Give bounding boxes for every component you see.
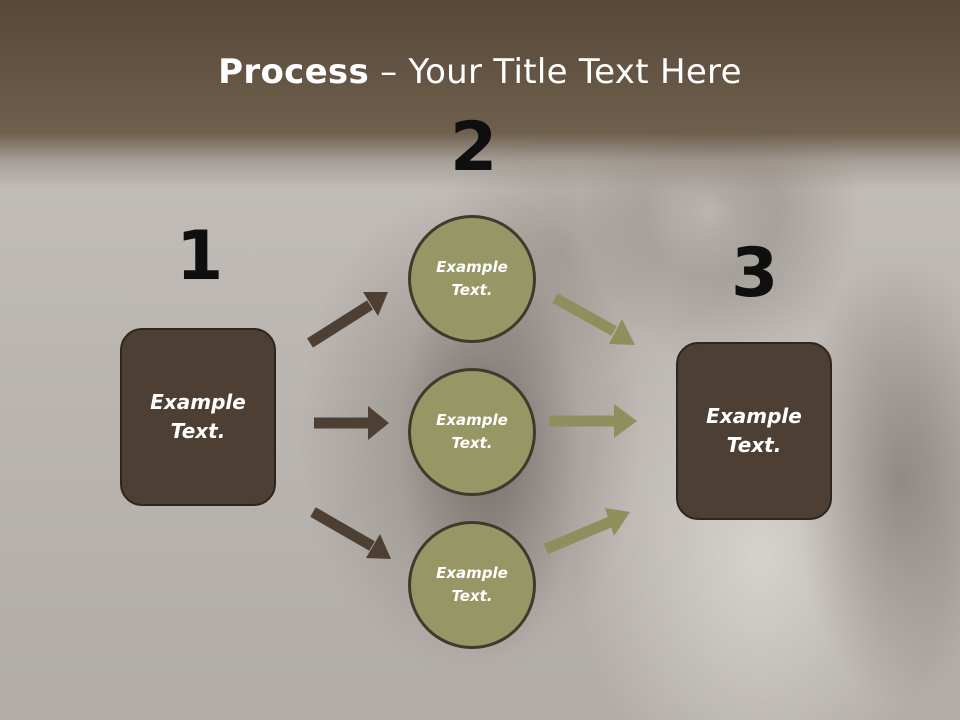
step-box-left[interactable]: Example Text.	[120, 328, 276, 506]
step-circle-top-text: Example Text.	[436, 258, 508, 299]
arrow-left-to-bottom	[310, 507, 391, 559]
arrow-left-to-top	[307, 292, 388, 348]
step-circle-top[interactable]: Example Text.	[408, 215, 536, 343]
header-band	[0, 0, 960, 190]
arrow-top-to-right	[552, 293, 635, 345]
title-rest: – Your Title Text Here	[369, 52, 742, 92]
arrow-left-to-middle	[314, 406, 389, 440]
step-box-left-text: Example Text.	[150, 390, 246, 443]
step-circle-middle-text: Example Text.	[436, 411, 508, 452]
step-circle-middle[interactable]: Example Text.	[408, 368, 536, 496]
step-number-1: 1	[176, 217, 224, 296]
step-circle-bottom[interactable]: Example Text.	[408, 521, 536, 649]
step-box-right-text: Example Text.	[706, 404, 802, 457]
step-circle-bottom-text: Example Text.	[436, 564, 508, 605]
slide-title[interactable]: Process – Your Title Text Here	[0, 52, 960, 92]
arrow-middle-to-right	[549, 404, 637, 438]
step-number-2: 2	[450, 108, 498, 187]
step-number-3: 3	[731, 234, 779, 313]
step-box-right[interactable]: Example Text.	[676, 342, 832, 520]
title-strong: Process	[218, 52, 370, 92]
arrow-bottom-to-right	[543, 508, 630, 555]
